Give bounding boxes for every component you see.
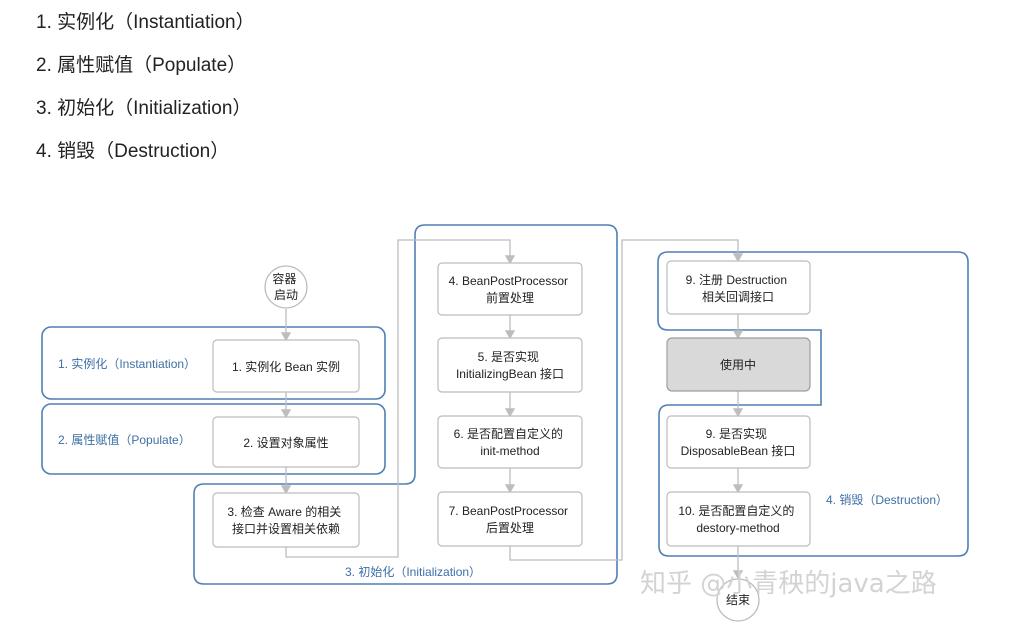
phase-label-destruction: 4. 销毁（Destruction） bbox=[826, 492, 948, 507]
phase-box-destruction bbox=[657, 251, 969, 557]
phase-box-instantiation bbox=[41, 326, 386, 400]
end-label: 结束 bbox=[726, 593, 750, 607]
step-label: 9. 是否实现 DisposableBean 接口 bbox=[681, 426, 796, 458]
step-label: 2. 设置对象属性 bbox=[243, 436, 328, 450]
node-instantiate-bean bbox=[212, 339, 360, 393]
node-bpp-before bbox=[437, 262, 583, 316]
start-node bbox=[264, 265, 308, 309]
node-set-properties bbox=[212, 416, 360, 468]
step-label: 3. 检查 Aware 的相关 接口并设置相关依赖 bbox=[227, 504, 344, 536]
start-label: 容器 启动 bbox=[272, 271, 299, 302]
step-label: 使用中 bbox=[720, 357, 756, 372]
step-label: 6. 是否配置自定义的 init-method bbox=[454, 426, 567, 458]
phase-box-initialization bbox=[193, 224, 618, 585]
step-label: 5. 是否实现 InitializingBean 接口 bbox=[456, 349, 564, 381]
phase-list: 1. 实例化（Instantiation） 2. 属性赋值（Populate） … bbox=[36, 12, 255, 184]
phase-list-item: 2. 属性赋值（Populate） bbox=[36, 55, 247, 76]
step-label: 7. BeanPostProcessor 后置处理 bbox=[449, 504, 572, 535]
step-label: 9. 注册 Destruction 相关回调接口 bbox=[686, 272, 791, 304]
arrow-step3-to-step4 bbox=[285, 239, 516, 558]
phase-label-initialization: 3. 初始化（Initialization） bbox=[345, 565, 481, 579]
node-destroy-method bbox=[666, 491, 811, 547]
phase-list-item: 1. 实例化（Instantiation） bbox=[36, 12, 255, 33]
node-disposable-bean bbox=[666, 415, 811, 469]
node-init-method bbox=[437, 415, 583, 469]
phase-label-instantiation: 1. 实例化（Instantiation） bbox=[58, 356, 196, 371]
phase-list-item: 3. 初始化（Initialization） bbox=[36, 98, 252, 119]
arrow-step7-to-register bbox=[509, 239, 744, 561]
phase-box-populate bbox=[41, 403, 386, 475]
node-initializing-bean bbox=[437, 337, 583, 393]
node-in-use bbox=[666, 337, 811, 392]
phase-list-item: 4. 销毁（Destruction） bbox=[36, 141, 230, 162]
step-label: 1. 实例化 Bean 实例 bbox=[232, 359, 340, 374]
watermark: 知乎 @小青秧的java之路 bbox=[640, 569, 937, 599]
step-label: 10. 是否配置自定义的 destory-method bbox=[678, 503, 797, 535]
node-bpp-after bbox=[437, 491, 583, 547]
node-check-aware bbox=[212, 492, 360, 548]
phase-label-populate: 2. 属性赋值（Populate） bbox=[58, 432, 191, 447]
node-register-destruction bbox=[666, 260, 811, 315]
end-node bbox=[716, 578, 760, 622]
step-label: 4. BeanPostProcessor 前置处理 bbox=[449, 274, 572, 305]
